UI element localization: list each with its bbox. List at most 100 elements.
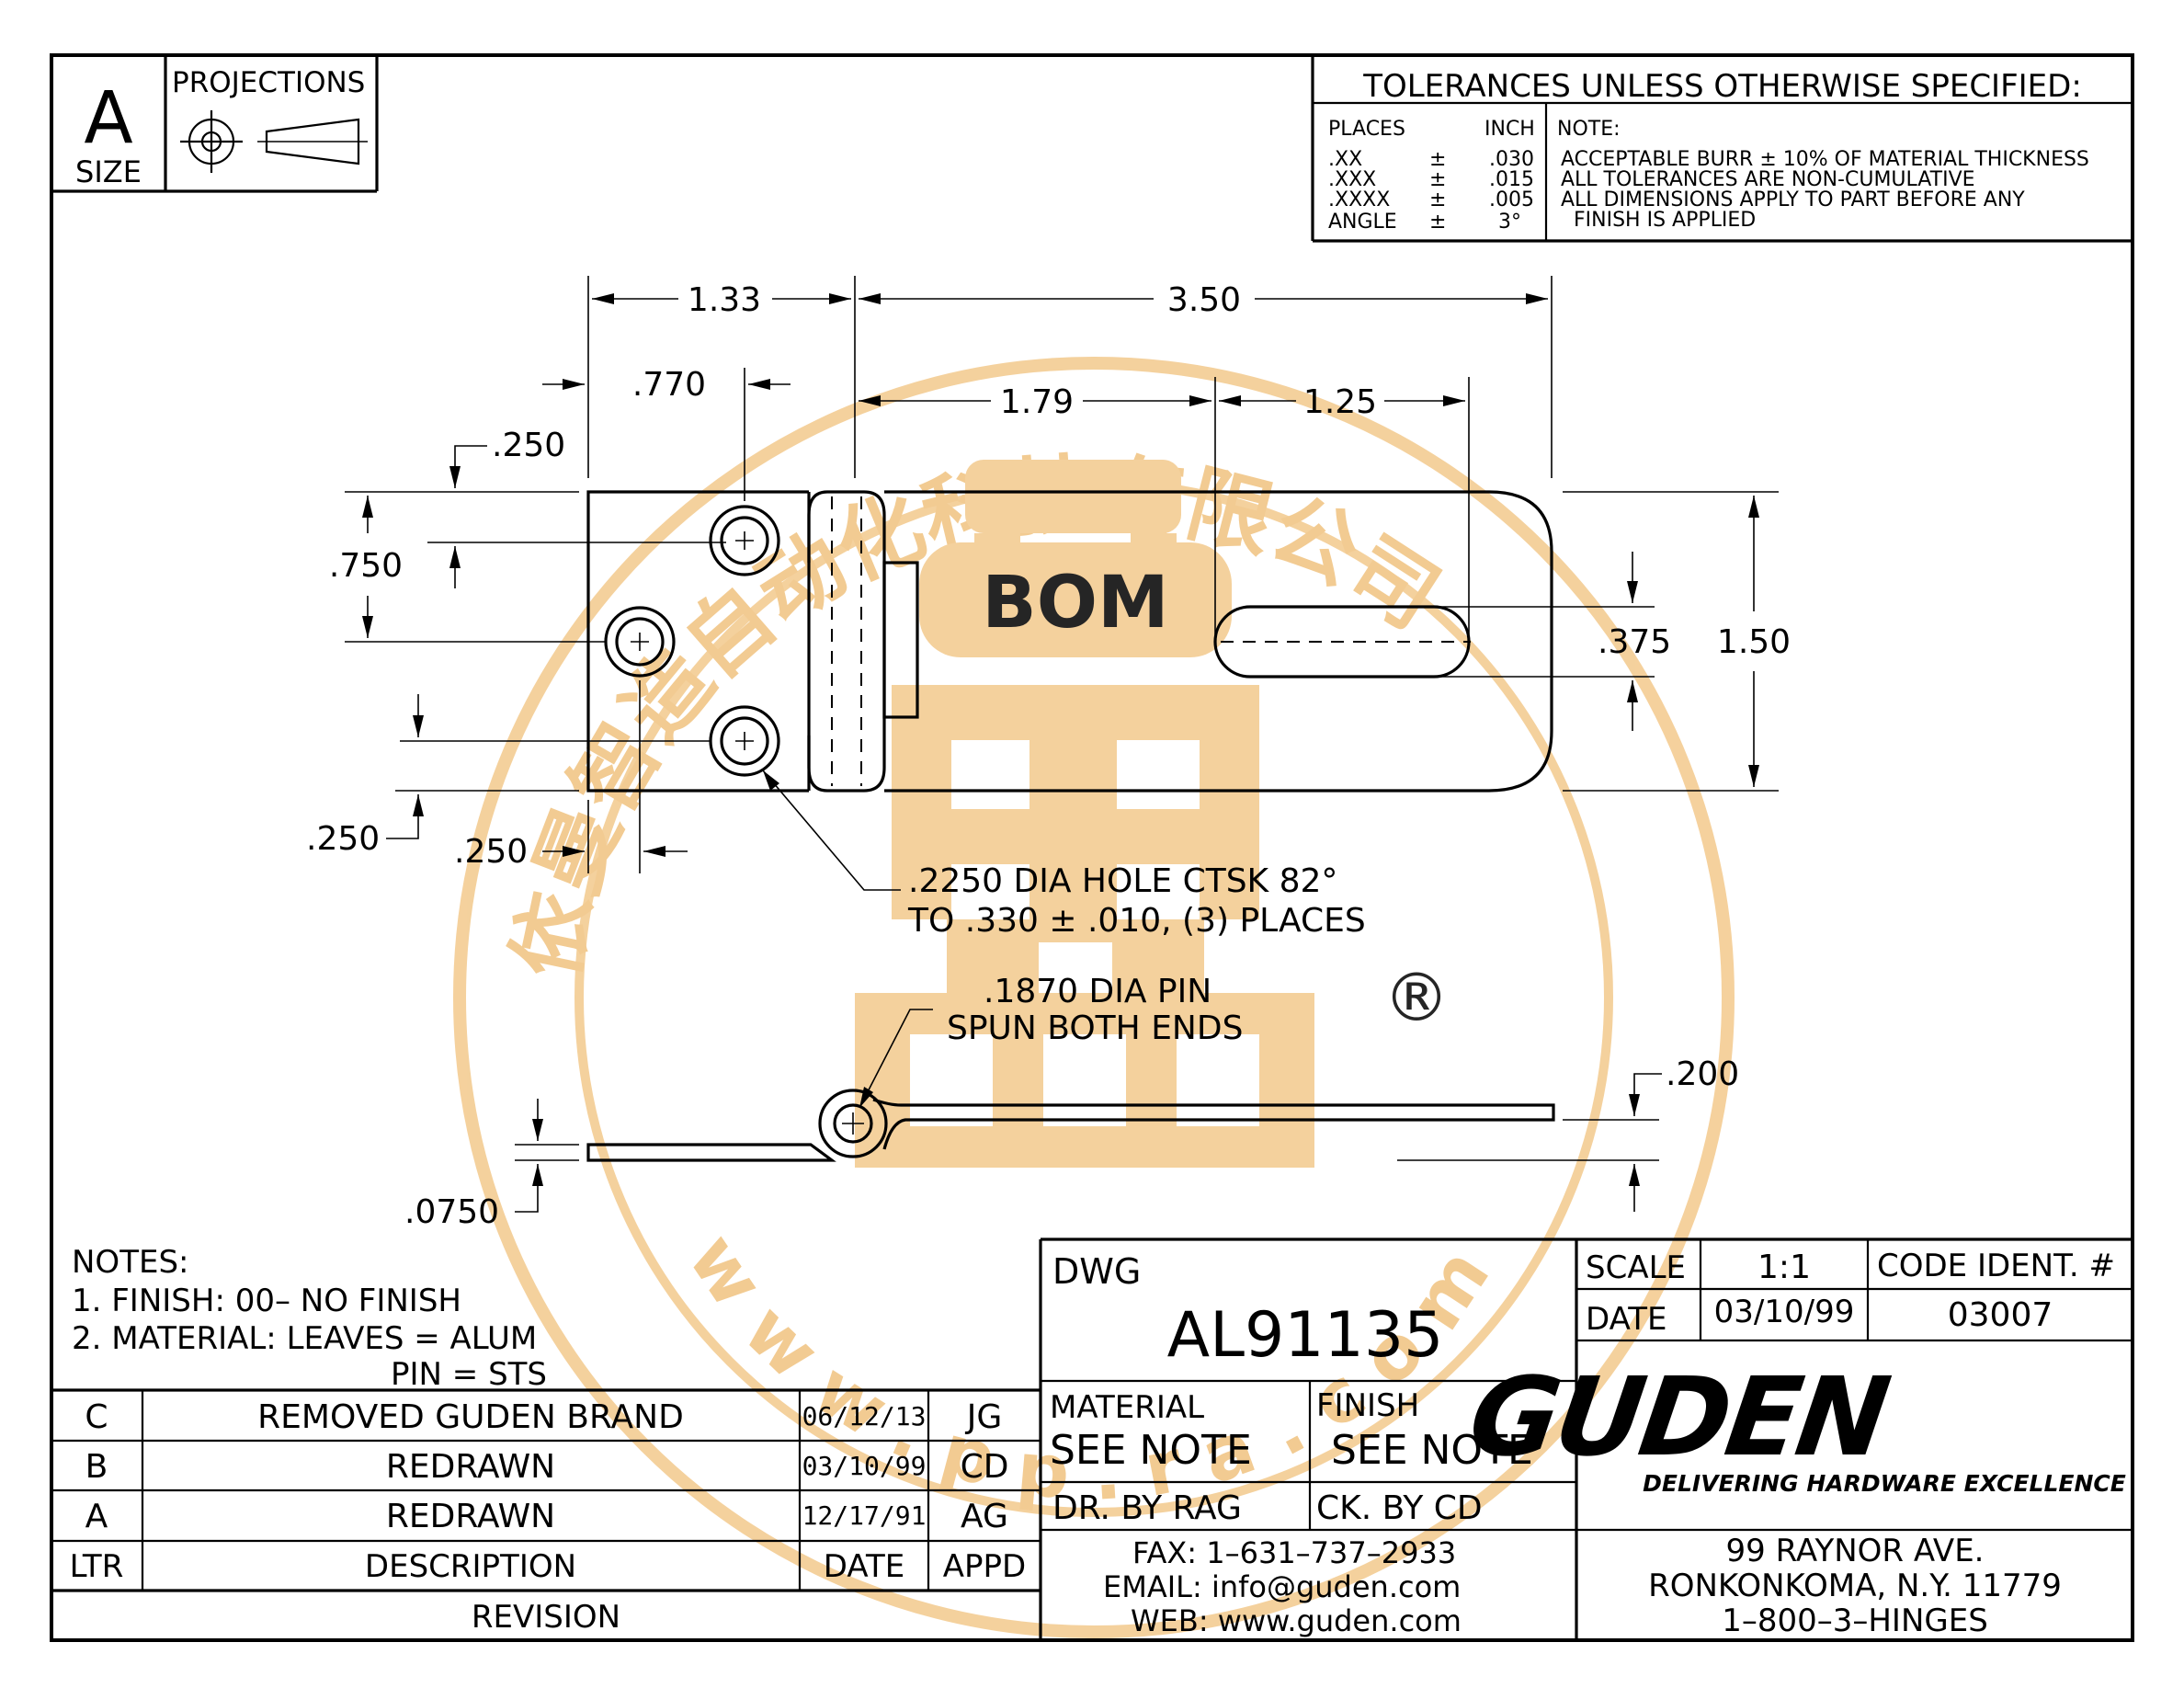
rev-date-b: 03/10/99 [802, 1451, 927, 1481]
phone: 1–800–3–HINGES [1722, 1602, 1988, 1639]
tolerances-block: TOLERANCES UNLESS OTHERWISE SPECIFIED: P… [1311, 55, 2133, 243]
hole-bottom [709, 705, 780, 777]
pin-callout: .1870 DIA PIN SPUN BOTH ENDS [859, 973, 1243, 1109]
side-view-dimensions: .200 .0750 [404, 1055, 1739, 1231]
material-label: MATERIAL [1050, 1389, 1204, 1426]
watermark-head-top [965, 460, 1181, 533]
rev-header-ltr: LTR [70, 1548, 124, 1585]
tol-note-2: ALL TOLERANCES ARE NON-CUMULATIVE [1561, 168, 1975, 191]
tolerances-title: TOLERANCES UNLESS OTHERWISE SPECIFIED: [1362, 68, 2082, 105]
company-tagline: DELIVERING HARDWARE EXCELLENCE [1643, 1470, 2126, 1497]
dim-750: .750 [329, 547, 403, 585]
side-right-leaf [872, 1098, 1555, 1150]
dim-0750: .0750 [404, 1193, 499, 1231]
hole-middle [604, 606, 676, 678]
rev-ltr-b: B [85, 1448, 108, 1486]
dim-200: .200 [1666, 1055, 1739, 1093]
tol-sign-2: ± [1429, 168, 1446, 191]
tol-sign-1: ± [1429, 148, 1446, 171]
watermark-body-lower [905, 809, 1255, 864]
side-left-leaf [586, 1143, 836, 1162]
dim-250-bottom: .250 [454, 833, 528, 871]
notes-header: NOTES: [72, 1244, 188, 1281]
rev-header-description: DESCRIPTION [365, 1548, 576, 1585]
tol-value-1: .030 [1489, 148, 1534, 171]
hinge-side-view [586, 1089, 1555, 1162]
dim-1-79: 1.79 [1000, 383, 1074, 421]
finish-label: FINISH [1316, 1387, 1419, 1424]
web: WEB: www.guden.com [1131, 1603, 1462, 1638]
hole-callout-line2: TO .330 ± .010, (3) PLACES [907, 902, 1366, 940]
dim-3-50: 3.50 [1167, 281, 1241, 319]
dim-375: .375 [1598, 623, 1671, 661]
scale-label: SCALE [1586, 1249, 1686, 1286]
size-block: A SIZE PROJECTIONS [51, 55, 379, 193]
top-view-dimensions: 1.33 3.50 .770 1.79 1.25 .250 [306, 276, 1791, 873]
watermark-base-bottom [855, 1126, 1314, 1168]
rev-ltr-a: A [85, 1498, 108, 1535]
rev-header-appd: APPD [943, 1548, 1026, 1585]
address-line1: 99 RAYNOR AVE. [1726, 1533, 1985, 1569]
pin-inner [833, 1103, 873, 1144]
dim-250-top: .250 [492, 427, 565, 464]
date-label: DATE [1586, 1301, 1666, 1338]
rev-appd-c: JG [965, 1398, 1003, 1436]
watermark-leg-right [1112, 919, 1204, 993]
tol-note-1: ACCEPTABLE BURR ± 10% OF MATERIAL THICKN… [1561, 148, 2089, 171]
email: EMAIL: info@guden.com [1103, 1569, 1461, 1604]
projection-symbol-icon [180, 110, 368, 173]
projections-label: PROJECTIONS [172, 66, 365, 99]
rev-date-c: 06/12/13 [802, 1401, 927, 1431]
watermark-center-text: BOM [982, 562, 1168, 644]
finish-value: SEE NOTE [1331, 1427, 1533, 1474]
tol-note-3: ALL DIMENSIONS APPLY TO PART BEFORE ANY [1561, 188, 2025, 211]
tol-place-2: .XXX [1328, 168, 1376, 191]
watermark-registered: ® [1383, 959, 1450, 1036]
inch-header: INCH [1484, 118, 1535, 141]
notes-line3: PIN = STS [391, 1356, 547, 1393]
size-label: SIZE [75, 154, 142, 189]
watermark-leg-left [947, 919, 1039, 993]
tol-place-4: ANGLE [1328, 211, 1397, 234]
notes-line2: 2. MATERIAL: LEAVES = ALUM [72, 1320, 537, 1357]
dim-1-25: 1.25 [1303, 383, 1377, 421]
pin-outer [818, 1089, 888, 1158]
rev-appd-a: AG [961, 1498, 1008, 1535]
hole-top [709, 505, 780, 576]
dim-770: .770 [632, 366, 706, 404]
tol-note-4: FINISH IS APPLIED [1574, 209, 1756, 232]
places-header: PLACES [1328, 118, 1405, 141]
note-header: NOTE: [1557, 118, 1621, 141]
address-line2: RONKONKOMA, N.Y. 11779 [1648, 1568, 2062, 1604]
dim-1-33: 1.33 [688, 281, 761, 319]
watermark-head [919, 542, 1232, 657]
drawn-by: DR. BY RAG [1052, 1489, 1242, 1527]
rev-desc-b: REDRAWN [386, 1448, 555, 1486]
rev-desc-c: REMOVED GUDEN BRAND [257, 1398, 684, 1436]
scale-value: 1:1 [1757, 1249, 1811, 1286]
tol-value-3: .005 [1489, 188, 1534, 211]
tol-place-1: .XX [1328, 148, 1362, 171]
watermark-body-left [892, 685, 951, 919]
tol-sign-4: ± [1429, 211, 1446, 234]
rev-header-date: DATE [824, 1548, 904, 1585]
rev-appd-b: CD [961, 1448, 1009, 1486]
slot [1213, 605, 1471, 679]
knuckle-tab [882, 561, 919, 719]
dwg-number: AL91135 [1167, 1299, 1444, 1372]
rev-date-a: 12/17/91 [802, 1500, 927, 1531]
material-value: SEE NOTE [1050, 1427, 1252, 1474]
code-ident-label: CODE IDENT. # [1877, 1248, 2115, 1284]
notes-block: NOTES: 1. FINISH: 00– NO FINISH 2. MATER… [72, 1244, 547, 1393]
checked-by: CK. BY CD [1316, 1489, 1483, 1527]
fax: FAX: 1–631–737–2933 [1132, 1535, 1456, 1570]
pin-callout-line1: .1870 DIA PIN [984, 973, 1211, 1010]
rev-desc-a: REDRAWN [386, 1498, 555, 1535]
notes-line1: 1. FINISH: 00– NO FINISH [72, 1283, 461, 1319]
company-logo: GUDEN [1462, 1354, 1895, 1480]
hinge-knuckle [807, 490, 886, 793]
tol-sign-3: ± [1429, 188, 1446, 211]
dim-1-50: 1.50 [1717, 623, 1791, 661]
rev-ltr-c: C [85, 1398, 108, 1436]
